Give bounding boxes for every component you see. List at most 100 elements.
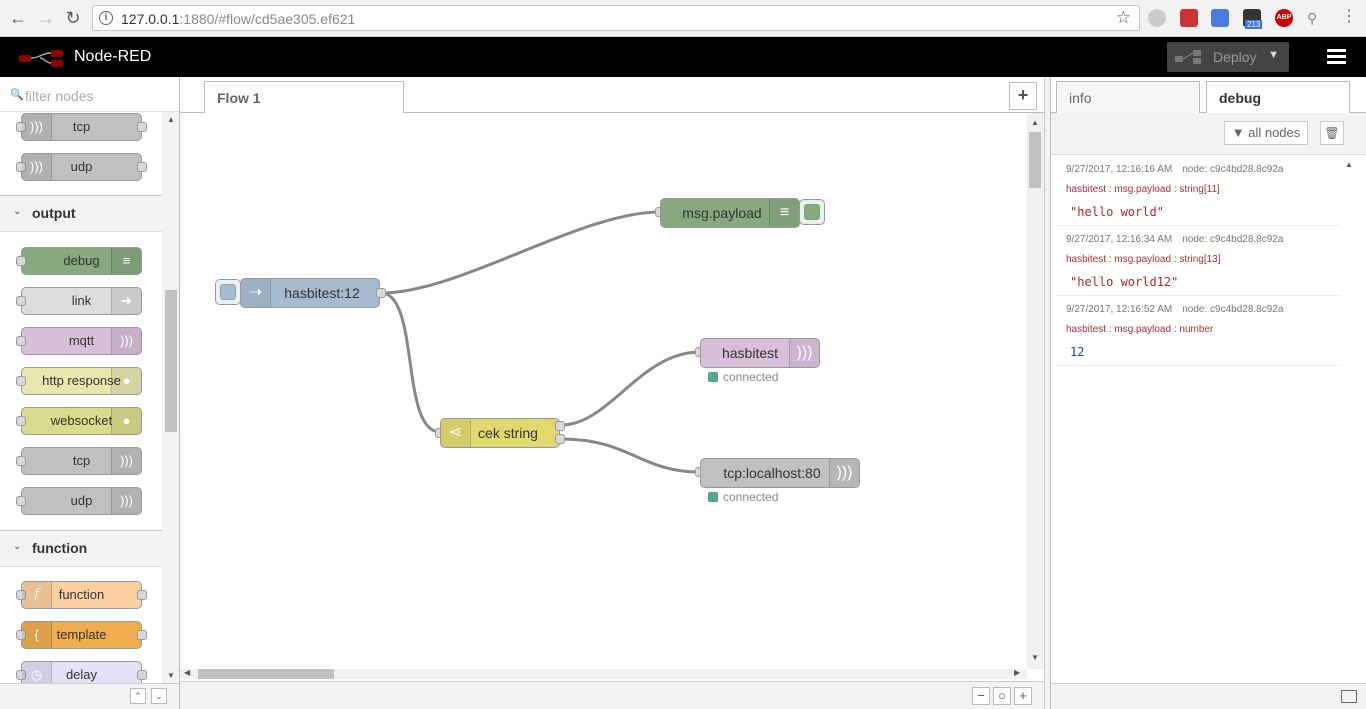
palette-node-udp-out[interactable]: udp ))) bbox=[16, 487, 142, 515]
adblock-plus-icon[interactable]: ABP bbox=[1275, 9, 1293, 27]
canvas-vertical-thumb[interactable] bbox=[1029, 132, 1041, 188]
hamburger-menu-icon[interactable] bbox=[1327, 49, 1346, 65]
sidebar-resize-handle[interactable] bbox=[1044, 77, 1050, 709]
canvas-vertical-scrollbar[interactable]: ▲ ▼ bbox=[1027, 113, 1044, 669]
chevron-down-icon: ⌄ bbox=[13, 541, 22, 552]
palette-node-udp[interactable]: ))) udp bbox=[16, 153, 147, 181]
inject-trigger-button[interactable] bbox=[215, 279, 241, 305]
message-node[interactable]: node: c9c4bd28.8c92a bbox=[1182, 234, 1284, 245]
browser-menu-icon[interactable]: ⋮ bbox=[1341, 8, 1357, 25]
chevron-down-icon: ⌄ bbox=[13, 206, 22, 217]
output-port-1[interactable] bbox=[555, 421, 565, 431]
message-value: "hello world12" bbox=[1070, 275, 1179, 289]
zoom-out-button[interactable]: − bbox=[972, 687, 990, 705]
output-port[interactable] bbox=[376, 288, 386, 298]
extension-search-icon[interactable]: ⚲ bbox=[1307, 10, 1318, 26]
filter-all-nodes-button[interactable]: ▼ all nodes bbox=[1224, 121, 1308, 145]
forward-arrow-icon[interactable]: → bbox=[37, 8, 55, 28]
palette-node-tcp[interactable]: ))) tcp bbox=[16, 113, 147, 141]
category-output[interactable]: ⌄ output bbox=[0, 195, 162, 232]
wire[interactable] bbox=[380, 291, 441, 434]
category-function[interactable]: ⌄ function bbox=[0, 530, 162, 567]
open-window-icon[interactable] bbox=[1341, 690, 1357, 703]
wire[interactable] bbox=[560, 437, 701, 474]
filter-placeholder[interactable]: filter nodes bbox=[25, 88, 94, 104]
tab-debug[interactable]: debug bbox=[1206, 81, 1350, 114]
bookmark-star-icon[interactable]: ☆ bbox=[1115, 8, 1131, 27]
canvas-horizontal-scrollbar[interactable]: ◀ ▶ bbox=[180, 668, 1027, 679]
canvas-horizontal-thumb[interactable] bbox=[198, 669, 334, 679]
input-port bbox=[16, 496, 26, 506]
add-flow-button[interactable]: + bbox=[1009, 82, 1037, 110]
status-dot-icon bbox=[708, 372, 718, 382]
wire[interactable] bbox=[380, 210, 661, 295]
palette-node-http-response[interactable]: http response ● bbox=[16, 367, 142, 395]
palette-scroll-thumb[interactable] bbox=[165, 290, 177, 432]
scroll-down-icon[interactable]: ▼ bbox=[1031, 653, 1039, 662]
info-icon[interactable]: i bbox=[99, 11, 113, 25]
palette-node-template[interactable]: { template bbox=[16, 621, 147, 649]
caret-down-icon[interactable]: ▼ bbox=[1268, 49, 1279, 61]
flow-node-mqtt[interactable]: hasbitest ))) bbox=[700, 338, 820, 368]
scroll-up-icon[interactable]: ▲ bbox=[167, 115, 175, 124]
url-text[interactable]: 127.0.0.1:1880/#flow/cd5ae305.ef621 bbox=[121, 11, 355, 27]
clear-debug-trash-icon[interactable]: 🗑 bbox=[1320, 121, 1344, 145]
address-bar[interactable]: i 127.0.0.1:1880/#flow/cd5ae305.ef621 ☆ bbox=[92, 5, 1140, 31]
palette-node-tcp-out[interactable]: tcp ))) bbox=[16, 447, 142, 475]
debug-scrollbar[interactable]: ▲ bbox=[1341, 155, 1357, 683]
extension-monitor-icon[interactable]: 213 bbox=[1243, 9, 1263, 29]
flow-node-switch[interactable]: ⋖ cek string bbox=[440, 418, 560, 448]
debug-list-icon: ≡ bbox=[769, 199, 799, 227]
category-label: function bbox=[32, 540, 88, 556]
palette-node-websocket[interactable]: websocket ● bbox=[16, 407, 142, 435]
extension-translate-icon[interactable] bbox=[1211, 9, 1229, 27]
flow-canvas[interactable]: ➝ hasbitest:12 msg.payload ≡ ⋖ cek strin… bbox=[180, 113, 1027, 669]
search-icon: 🔍 bbox=[10, 89, 24, 101]
node-label: link bbox=[71, 293, 92, 308]
flow-node-inject[interactable]: ➝ hasbitest:12 bbox=[240, 278, 380, 308]
scroll-up-icon[interactable]: ▲ bbox=[1031, 118, 1039, 127]
tab-info[interactable]: info bbox=[1056, 81, 1200, 114]
scroll-right-icon[interactable]: ▶ bbox=[1014, 668, 1021, 677]
expand-all-icon[interactable]: ⌄ bbox=[151, 688, 167, 704]
palette-filter[interactable]: 🔍 filter nodes bbox=[0, 77, 179, 112]
scroll-down-icon[interactable]: ▼ bbox=[167, 671, 175, 680]
palette-node-mqtt[interactable]: mqtt ))) bbox=[16, 327, 142, 355]
scroll-up-icon[interactable]: ▲ bbox=[1345, 160, 1353, 169]
extension-book-icon[interactable] bbox=[1180, 9, 1198, 27]
zoom-in-button[interactable]: + bbox=[1014, 687, 1032, 705]
reload-icon[interactable]: ↻ bbox=[65, 8, 81, 28]
back-arrow-icon[interactable]: ← bbox=[9, 8, 27, 28]
output-port-2[interactable] bbox=[555, 434, 565, 444]
palette-node-function[interactable]: f function bbox=[16, 581, 147, 609]
input-port bbox=[16, 256, 26, 266]
debug-toggle-button[interactable] bbox=[799, 199, 825, 225]
tab-flow-1[interactable]: Flow 1 bbox=[204, 81, 404, 114]
scroll-left-icon[interactable]: ◀ bbox=[184, 668, 191, 677]
message-topic: hasbitest : msg.payload : string[11] bbox=[1066, 184, 1220, 195]
filter-funnel-icon: ▼ bbox=[1231, 125, 1249, 140]
message-node[interactable]: node: c9c4bd28.8c92a bbox=[1182, 304, 1284, 315]
extension-globe-icon[interactable] bbox=[1148, 9, 1166, 27]
palette-node-link[interactable]: link ➜ bbox=[16, 287, 142, 315]
flow-node-debug[interactable]: msg.payload ≡ bbox=[660, 198, 800, 228]
input-port bbox=[16, 162, 26, 172]
collapse-all-icon[interactable]: ⌃ bbox=[130, 688, 146, 704]
bridge-wave-icon: ))) bbox=[111, 488, 141, 514]
zoom-reset-button[interactable]: ○ bbox=[993, 687, 1011, 705]
flow-node-tcp[interactable]: tcp:localhost:80 ))) bbox=[700, 458, 860, 488]
debug-toolbar: ▼ all nodes 🗑 bbox=[1051, 113, 1366, 155]
wire[interactable] bbox=[560, 350, 701, 427]
deploy-button[interactable]: Deploy ▼ bbox=[1167, 42, 1289, 72]
function-f-icon: f bbox=[22, 582, 52, 608]
sidebar-tab-bar: info debug bbox=[1051, 77, 1366, 114]
message-node[interactable]: node: c9c4bd28.8c92a bbox=[1182, 164, 1284, 175]
node-label: udp bbox=[70, 159, 93, 174]
palette-node-debug[interactable]: debug ≡ bbox=[16, 247, 142, 275]
